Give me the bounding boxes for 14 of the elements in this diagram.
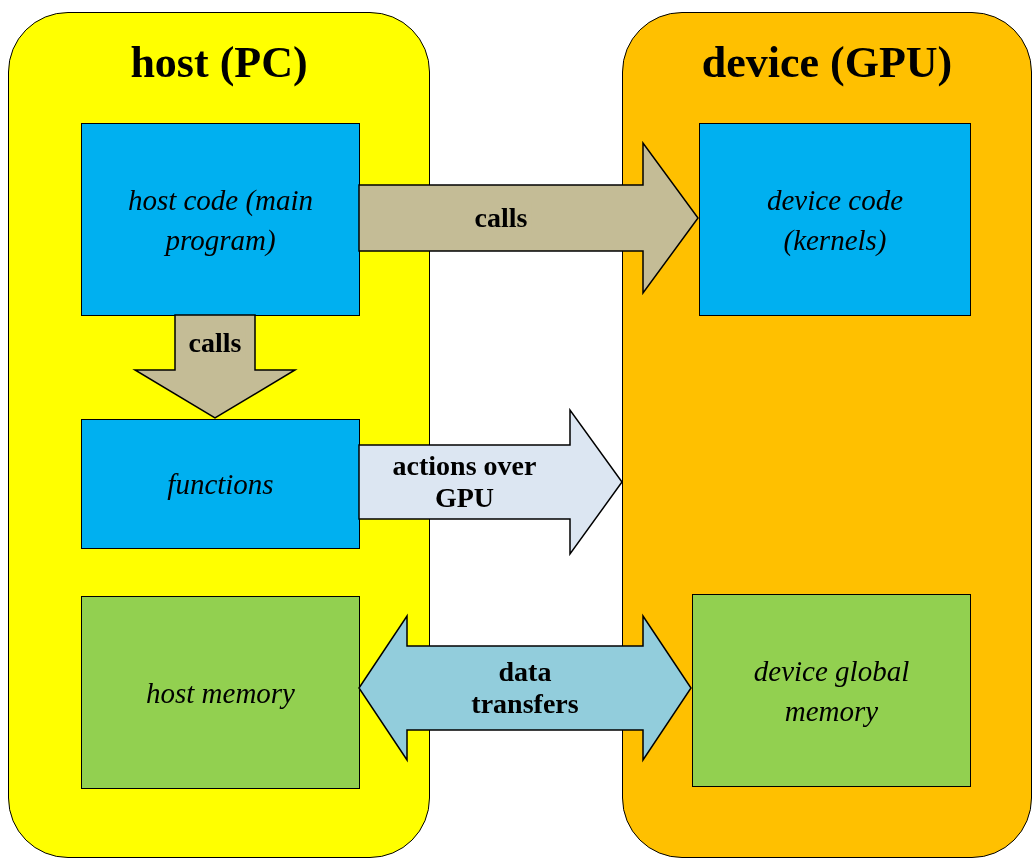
box-label: device global memory	[752, 653, 911, 729]
code-box	[81, 419, 360, 549]
code-box	[699, 123, 971, 316]
group-panel	[622, 12, 1032, 858]
box-label: functions	[167, 467, 274, 502]
code-box	[81, 123, 360, 316]
memory-box	[81, 596, 360, 789]
panel-title: device (GPU)	[701, 39, 953, 89]
box-label: host code (main program)	[126, 182, 315, 258]
box-label: host memory	[146, 675, 295, 711]
memory-box	[692, 594, 971, 787]
panel-title: host (PC)	[130, 39, 308, 89]
block-arrow	[358, 140, 699, 296]
box-label: device code (kernels)	[765, 182, 904, 258]
